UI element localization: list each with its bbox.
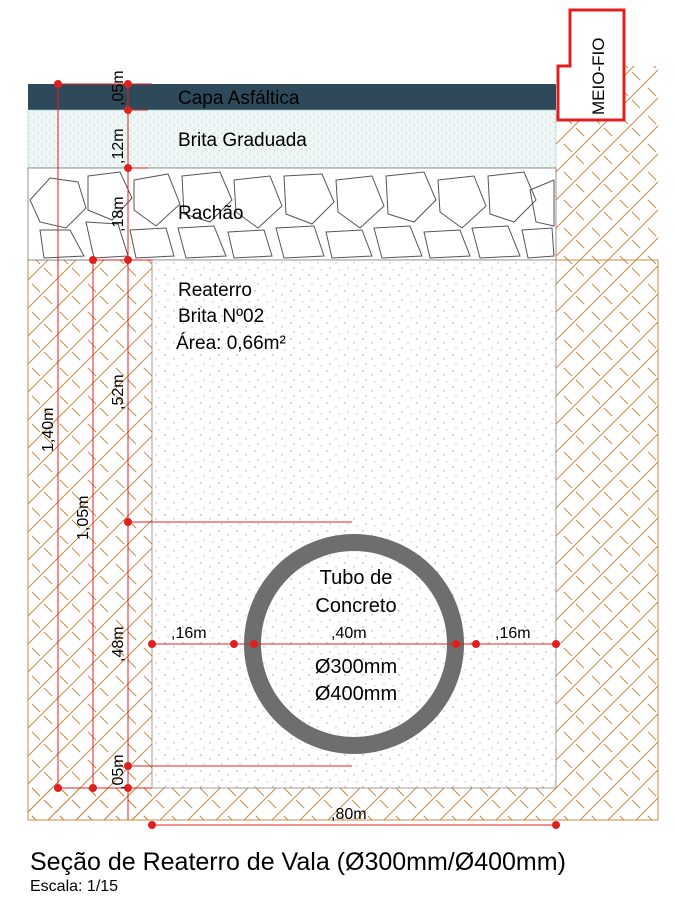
curb-label: MEIO-FIO [589, 38, 608, 115]
dim-backfill-depth: 1,05m [75, 496, 92, 540]
dim-right-clearance: ,16m [495, 625, 531, 642]
asphalt-layer [28, 84, 556, 110]
backfill-area-label: Área: 0,66m² [176, 333, 286, 354]
dim-pipe-zone: ,48m [110, 626, 127, 662]
curb: MEIO-FIO [556, 8, 626, 122]
pipe-diameter-400: Ø400mm [315, 683, 397, 705]
rock-label: Rachão [178, 203, 244, 224]
dim-pipe-width: ,40m [331, 625, 367, 642]
graded-stone-label: Brita Graduada [178, 130, 307, 151]
dim-graded-thickness: ,12m [110, 128, 127, 164]
rock-layer [27, 167, 557, 261]
dim-left-clearance: ,16m [171, 625, 207, 642]
dim-trench-width: ,80m [331, 806, 367, 823]
dim-bedding: ,05m [110, 754, 127, 790]
dim-asphalt-thickness: ,05m [110, 70, 127, 106]
dimension-lines [54, 80, 560, 829]
soil-region [27, 66, 659, 821]
drawing-title: Seção de Reaterro de Vala (Ø300mm/Ø400mm… [30, 848, 566, 876]
pipe-diameter-300: Ø300mm [315, 656, 397, 678]
backfill-material-label: Brita Nº02 [178, 306, 264, 327]
dim-above-pipe: ,52m [110, 374, 127, 410]
drawing-scale: Escala: 1/15 [30, 878, 119, 895]
pipe-label-line1: Tubo de [320, 567, 393, 589]
asphalt-label: Capa Asfáltica [178, 88, 300, 109]
dim-rock-thickness: ,18m [110, 196, 127, 232]
backfill-label: Reaterro [178, 280, 252, 301]
pipe-label-line2: Concreto [315, 595, 396, 617]
dim-total-depth: 1,40m [40, 408, 57, 452]
